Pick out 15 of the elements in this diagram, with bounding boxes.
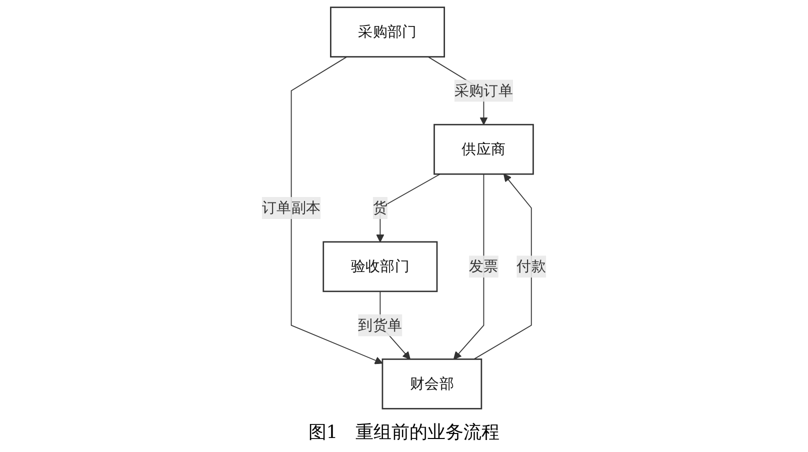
arrow bbox=[453, 174, 484, 360]
figure-caption: 图1 重组前的业务流程 bbox=[308, 421, 500, 445]
edge-label: 货 bbox=[372, 198, 388, 216]
node-box: 采购部门 bbox=[330, 6, 445, 58]
arrow bbox=[290, 56, 383, 364]
edge-label: 采购订单 bbox=[454, 82, 514, 99]
node-box: 财会部 bbox=[382, 358, 482, 410]
edge-label: 订单副本 bbox=[262, 198, 321, 216]
node-box: 供应商 bbox=[434, 124, 534, 175]
edge-label: 到货单 bbox=[358, 316, 402, 334]
node-box: 验收部门 bbox=[322, 241, 438, 292]
arrow bbox=[376, 174, 440, 242]
arrow bbox=[473, 174, 532, 360]
edge-label: 付款 bbox=[516, 257, 546, 275]
edge-label: 发票 bbox=[469, 257, 498, 275]
